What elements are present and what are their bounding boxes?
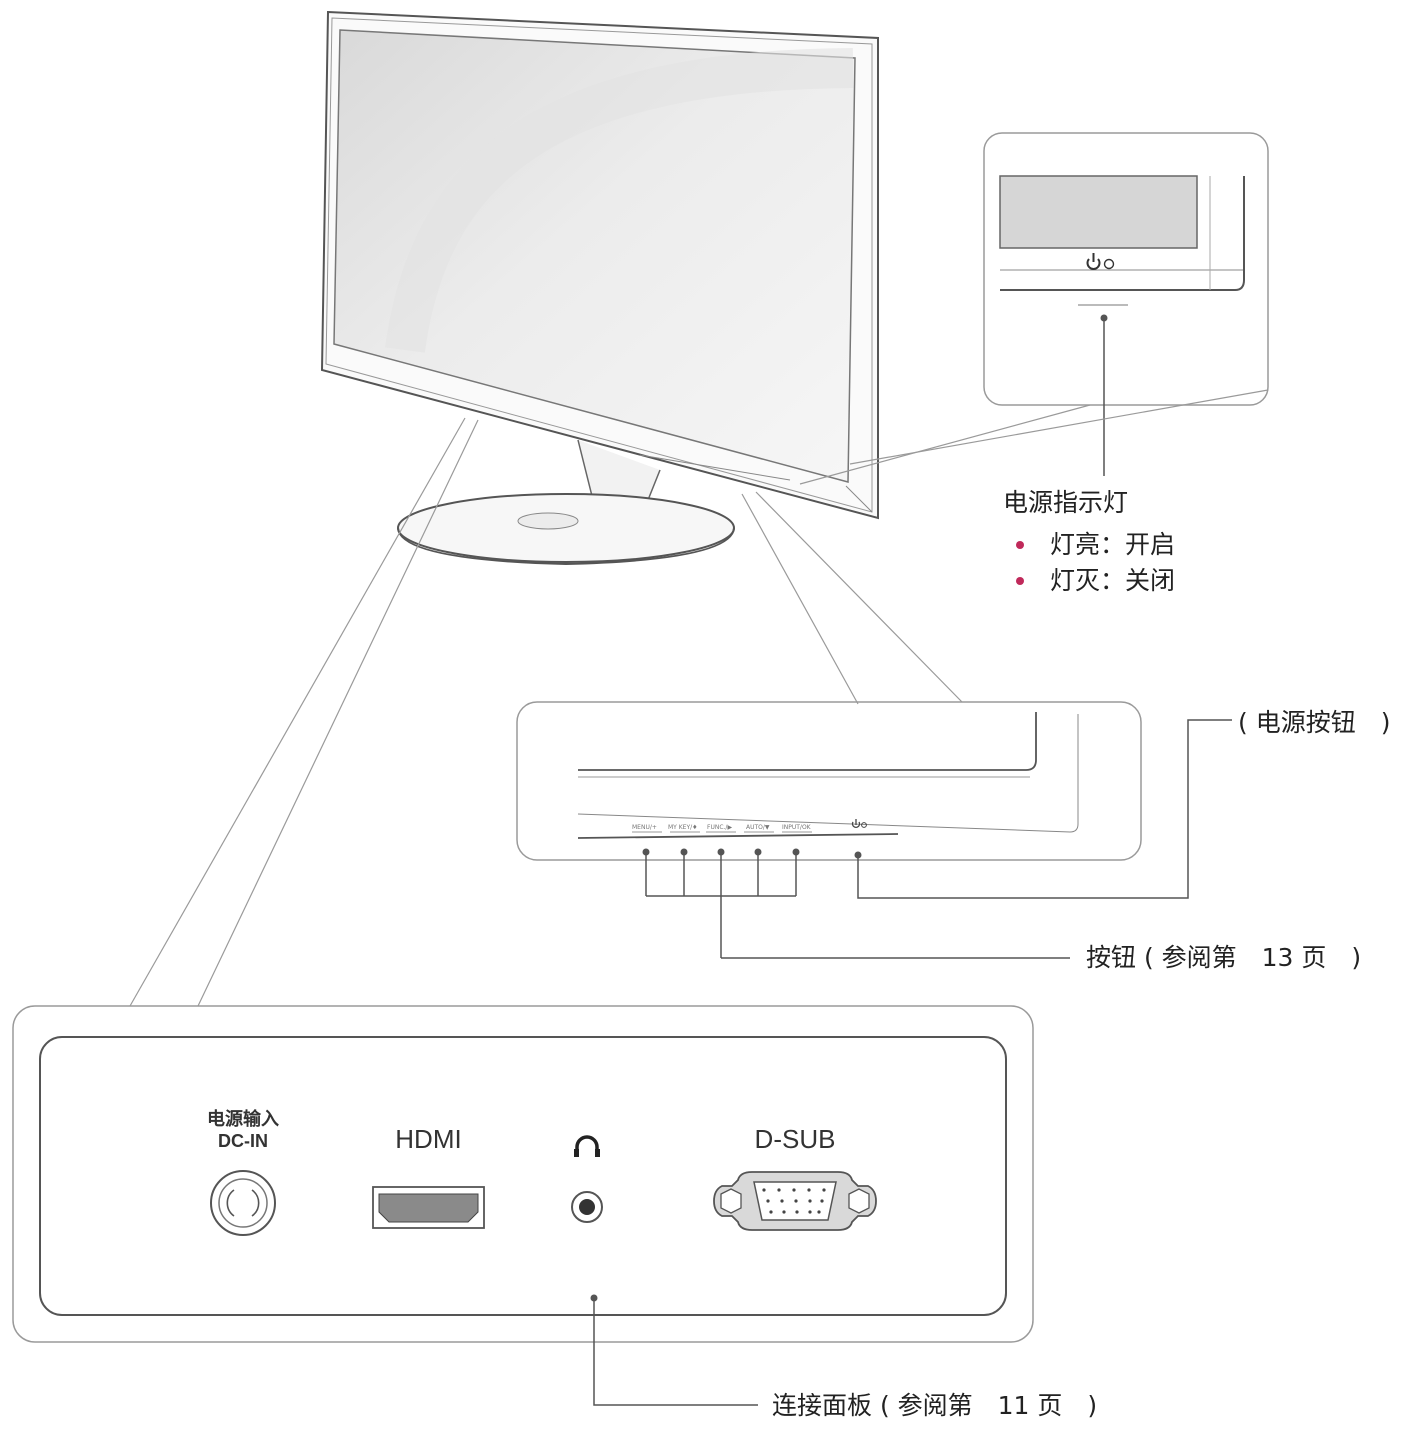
power-indicator-callout — [799, 132, 1269, 485]
power-symbol-icon — [1086, 253, 1115, 270]
button-strip-label-3: FUNC./▶ — [707, 824, 733, 831]
power-indicator-item-off: 灯灭：关闭 — [1016, 563, 1175, 599]
button-strip-label-2: MY KEY/♦ — [668, 824, 698, 831]
power-indicator-item-on: 灯亮：开启 — [1016, 527, 1175, 563]
bullet-dot — [1016, 577, 1024, 585]
button-strip-label-4: AUTO/▼ — [746, 824, 770, 831]
dcin-label-en: DC-IN — [218, 1130, 268, 1151]
buttons-label: 按钮 ( 参阅第 13 页 ) — [1086, 943, 1362, 972]
dsub-label: D-SUB — [754, 1124, 836, 1154]
button-strip-label-5: INPUT/OK — [782, 824, 811, 831]
bullet-dot — [1016, 541, 1024, 549]
monitor-stand — [397, 439, 735, 566]
monitor-body — [320, 10, 879, 520]
power-indicator-title: 电源指示灯 — [1003, 488, 1129, 517]
connection-panel-label: 连接面板 ( 参阅第 11 页 ) — [772, 1391, 1098, 1420]
dcin-label: 电源输入 DC-IN — [193, 1109, 293, 1151]
connection-panel-callout — [12, 417, 1034, 1406]
button-strip-label-1: MENU/+ — [632, 824, 657, 831]
dsub-port — [713, 1171, 877, 1231]
headphone-jack — [571, 1191, 603, 1223]
power-indicator-list: 灯亮：开启 灯灭：关闭 — [1016, 527, 1175, 599]
power-button-label: ( 电源按钮 ) — [1238, 708, 1391, 737]
strip-power-symbol-icon — [851, 819, 867, 828]
button-strip-callout — [516, 491, 1232, 959]
dcin-label-cn: 电源输入 — [207, 1109, 279, 1130]
dcin-port — [210, 1170, 276, 1236]
hdmi-label: HDMI — [395, 1124, 462, 1154]
hdmi-port — [372, 1186, 485, 1229]
headphone-icon — [574, 1135, 600, 1157]
